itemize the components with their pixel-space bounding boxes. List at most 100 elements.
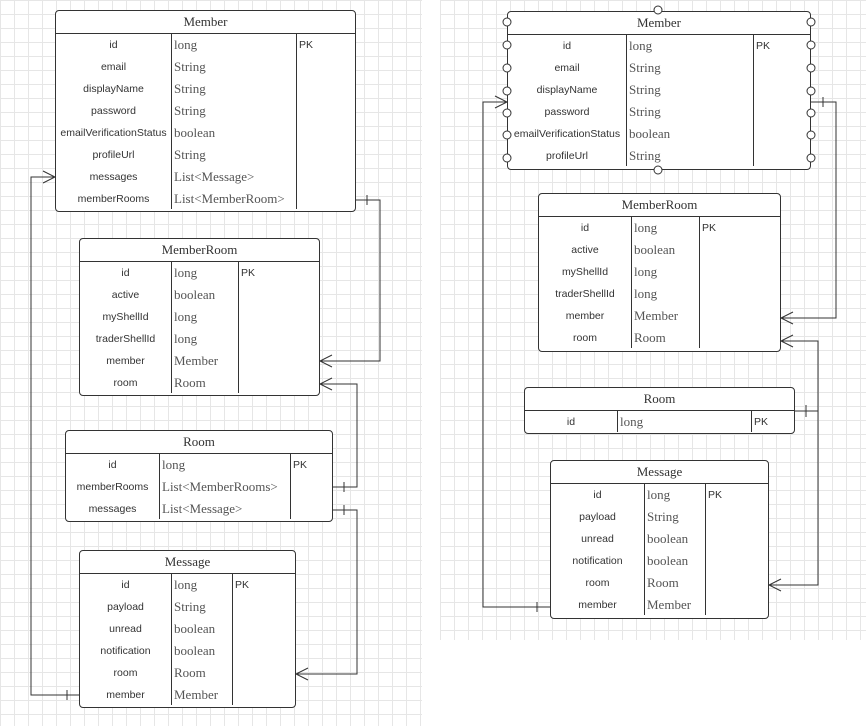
attribute-key	[232, 618, 296, 640]
attribute-type: List<Message>	[174, 169, 255, 184]
attribute-type: long	[634, 220, 658, 235]
attribute-key	[296, 100, 354, 122]
column-divider	[232, 573, 233, 705]
attribute-key	[753, 79, 811, 101]
attribute-name: room	[113, 667, 138, 679]
attribute-type: boolean	[174, 643, 216, 658]
attribute-key	[290, 498, 333, 520]
attribute-key	[296, 144, 354, 166]
attribute-row[interactable]: messages List<Message>	[56, 166, 355, 188]
column-divider	[171, 33, 172, 209]
attribute-key	[296, 166, 354, 188]
attribute-type: String	[174, 599, 206, 614]
attribute-key	[753, 101, 811, 123]
attribute-row[interactable]: notification boolean	[80, 640, 295, 662]
attribute-name: password	[91, 105, 136, 117]
attribute-key	[296, 122, 354, 144]
attribute-name: room	[585, 577, 610, 589]
attribute-name: messages	[89, 171, 138, 183]
attribute-key: PK	[702, 222, 717, 234]
attribute-name: traderShellId	[555, 288, 615, 300]
attribute-name: memberRooms	[77, 193, 150, 205]
attribute-row[interactable]: room Room	[539, 327, 780, 349]
column-divider	[705, 483, 706, 615]
attribute-key	[232, 684, 296, 706]
attribute-key	[238, 306, 320, 328]
attribute-key	[699, 305, 781, 327]
attribute-type: long	[174, 37, 198, 52]
attribute-name: room	[573, 332, 597, 344]
attribute-name: id	[121, 267, 130, 279]
attribute-type: Room	[634, 330, 666, 345]
attribute-name: myShellId	[102, 311, 149, 323]
attribute-type: String	[629, 104, 661, 119]
attribute-key	[753, 57, 811, 79]
attribute-row[interactable]: traderShellId long	[539, 283, 780, 305]
attribute-name: active	[571, 244, 599, 256]
attribute-key	[705, 594, 770, 616]
attribute-type: long	[634, 286, 658, 301]
attribute-key	[705, 550, 770, 572]
attribute-name: notification	[100, 645, 151, 657]
attribute-type: long	[647, 487, 671, 502]
attribute-type: boolean	[647, 531, 689, 546]
attribute-type: String	[174, 59, 206, 74]
attribute-type: boolean	[174, 621, 216, 636]
entity-title: Member	[508, 12, 810, 35]
attribute-name: id	[593, 489, 602, 501]
attribute-key	[238, 350, 320, 372]
entity-title: Message	[551, 461, 768, 484]
attribute-name: notification	[572, 555, 623, 567]
attribute-key: PK	[241, 267, 256, 279]
attribute-name: displayName	[83, 83, 144, 95]
attribute-key: PK	[299, 39, 314, 51]
entity-title: MemberRoom	[539, 194, 780, 217]
